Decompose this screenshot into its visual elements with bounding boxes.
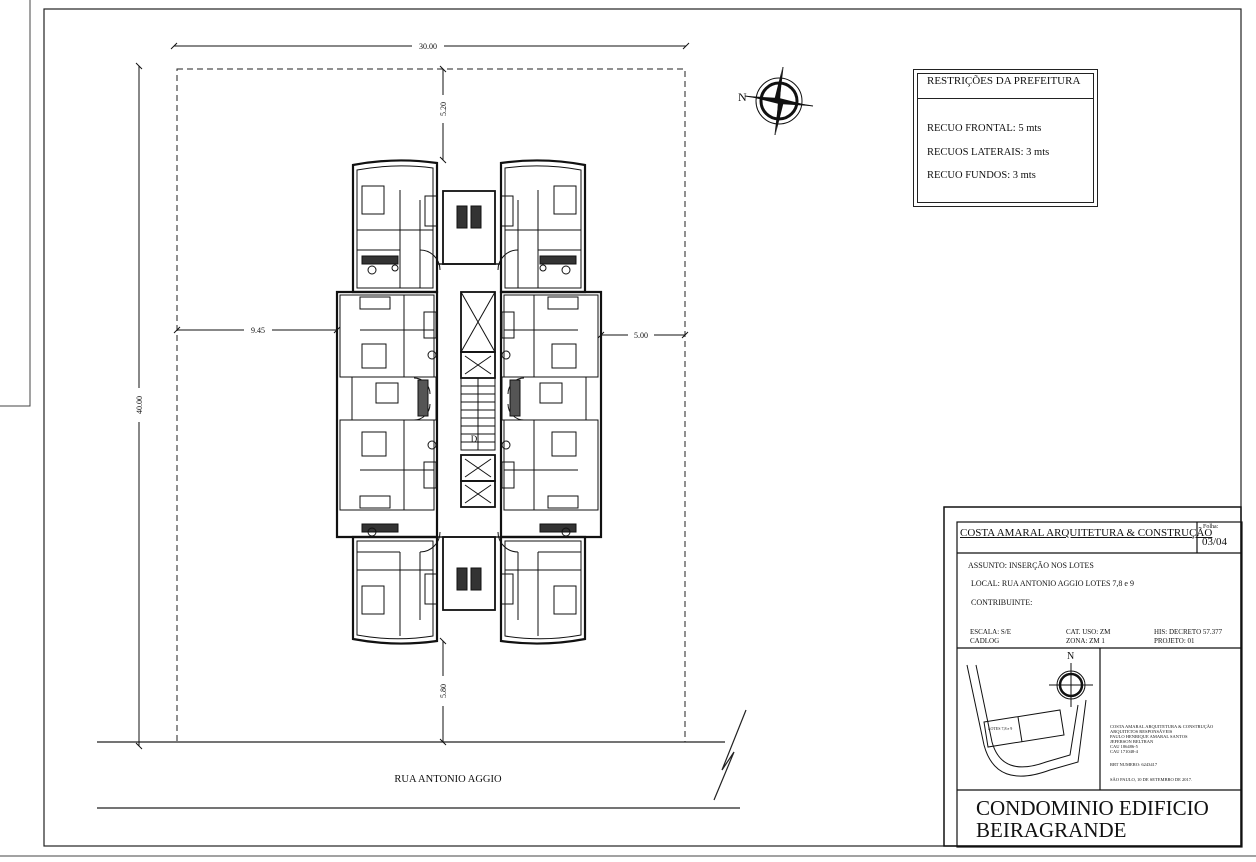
map-lots-label: LOTES 7,8 e 9 (988, 726, 1013, 731)
building-floor-plan (335, 159, 603, 645)
compass-north-label: N (738, 90, 747, 104)
restriction-item: RECUO FUNDOS: 3 mts (927, 170, 1036, 181)
project-title-line2: BEIRAGRANDE (976, 818, 1127, 842)
credit-line: JEFERSON BELTRAN (1110, 739, 1154, 744)
location-map (966, 663, 1093, 777)
credit-line: COSTA AMARAL ARQUITETURA & CONSTRUÇÃO (1110, 724, 1214, 729)
dim-height-left: 40.00 (135, 396, 144, 414)
date: SÃO PAULO, 10 DE SETEMBRO DE 2017. (1110, 777, 1193, 782)
sheet-label: Folha: (1203, 524, 1219, 530)
stair-down-label: D (471, 434, 478, 444)
project-number: PROJETO: 01 (1154, 637, 1195, 645)
outer-frame-line (0, 0, 31, 407)
sheet-number: 03/04 (1202, 536, 1228, 548)
restrictions-panel: RESTRIÇÕES DA PREFEITURA RECUO FRONTAL: … (913, 69, 1098, 207)
credit-line: CAU 186486-5 (1110, 744, 1138, 749)
credit-line: CAU 171048-4 (1110, 749, 1138, 754)
dim-setback-top: 5.20 (439, 102, 448, 116)
zone: ZONA: ZM 1 (1066, 637, 1105, 645)
dimension-lines (135, 42, 690, 750)
map-north-label: N (1067, 651, 1075, 662)
cadlog: CADLOG (970, 637, 1000, 645)
street-break-line (713, 709, 747, 801)
restrictions-inner-frame (917, 73, 1094, 203)
title-block-frame (943, 506, 1243, 848)
dim-setback-bottom: 5.80 (439, 684, 448, 698)
use-category: CAT. USO: ZM (1066, 628, 1111, 636)
rrt-number: RRT NUMERO: 6243417 (1110, 762, 1158, 767)
restrictions-title: RESTRIÇÕES DA PREFEITURA (927, 75, 1081, 87)
credit-line: ARQUITETOS RESPONSÁVEIS (1110, 729, 1173, 734)
credit-line: PAULO HENRIQUE AMARAL SANTOS (1110, 734, 1188, 739)
compass-icon (744, 66, 814, 136)
project-title-line1: CONDOMINIO EDIFICIO (976, 796, 1209, 820)
location: LOCAL: RUA ANTONIO AGGIO LOTES 7,8 e 9 (971, 579, 1134, 588)
subject: ASSUNTO: INSERÇÃO NOS LOTES (968, 561, 1094, 570)
restriction-item: RECUO FRONTAL: 5 mts (927, 123, 1042, 134)
dim-setback-left: 9.45 (251, 326, 265, 335)
restrictions-title-divider (917, 98, 1094, 99)
taxpayer: CONTRIBUINTE: (971, 598, 1033, 607)
dim-width-top: 30.00 (419, 42, 437, 51)
sheet-border (43, 8, 1242, 847)
company-name: COSTA AMARAL ARQUITETURA & CONSTRUÇÃO (960, 527, 1213, 539)
restriction-item: RECUOS LATERAIS: 3 mts (927, 147, 1050, 158)
dim-setback-right: 5.00 (634, 331, 648, 340)
street-name: RUA ANTONIO AGGIO (394, 774, 502, 785)
his-decree: HIS: DECRETO 57.377 (1154, 628, 1223, 636)
scale: ESCALA: S/E (970, 628, 1012, 636)
